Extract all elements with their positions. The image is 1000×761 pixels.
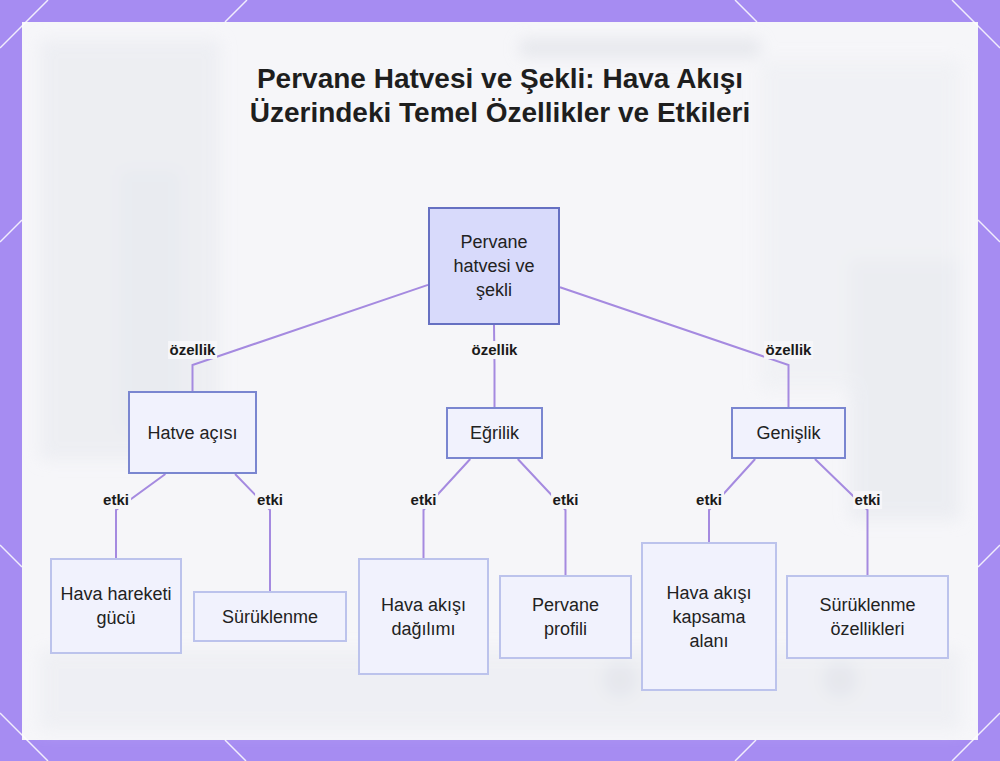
node-text: Genişlik (756, 421, 820, 445)
node-text: Eğrilik (470, 421, 519, 445)
root-box: Pervane hatvesi ve şekli (428, 207, 560, 325)
blurred-photo (40, 40, 960, 730)
edge-label: etki (255, 491, 285, 509)
property-box: Hatve açısı (128, 391, 257, 474)
edge-label: etki (409, 491, 439, 509)
node-text: Hava akışı dağılımı (368, 593, 479, 641)
property-box: Eğrilik (446, 407, 543, 459)
edge-label: etki (101, 491, 131, 509)
node-text: Sürüklenme özellikleri (796, 593, 939, 641)
connector (560, 287, 789, 407)
effect-box: Hava akışı dağılımı (358, 558, 489, 675)
connector (493, 325, 496, 407)
node-text: Pervane hatvesi ve şekli (438, 230, 550, 302)
connector (815, 459, 868, 575)
node-text: Sürüklenme (222, 605, 318, 629)
panel-ground (22, 22, 978, 740)
edge-label: etki (694, 491, 724, 509)
connector (116, 474, 165, 558)
node-text: Hava hareketi gücü (60, 582, 172, 630)
node-text: Hava akışı kapsama alanı (651, 581, 767, 653)
effect-box: Sürüklenme özellikleri (786, 575, 949, 659)
diagram-title: Pervane Hatvesi ve Şekli: Hava Akışı Üze… (200, 62, 800, 130)
property-box: Genişlik (731, 407, 846, 459)
node-text: Pervane profili (509, 593, 622, 641)
effect-box: Hava akışı kapsama alanı (641, 542, 777, 691)
effect-box: Sürüklenme (193, 591, 347, 642)
connector (193, 285, 429, 391)
node-text: Hatve açısı (147, 421, 237, 445)
connector (518, 459, 566, 575)
edge-label: özellik (168, 341, 218, 359)
edge-label: özellik (470, 341, 520, 359)
effect-box: Pervane profili (499, 575, 632, 659)
effect-box: Hava hareketi gücü (50, 558, 182, 654)
edge-label: özellik (764, 341, 814, 359)
edge-label: etki (551, 491, 581, 509)
edge-label: etki (853, 491, 883, 509)
